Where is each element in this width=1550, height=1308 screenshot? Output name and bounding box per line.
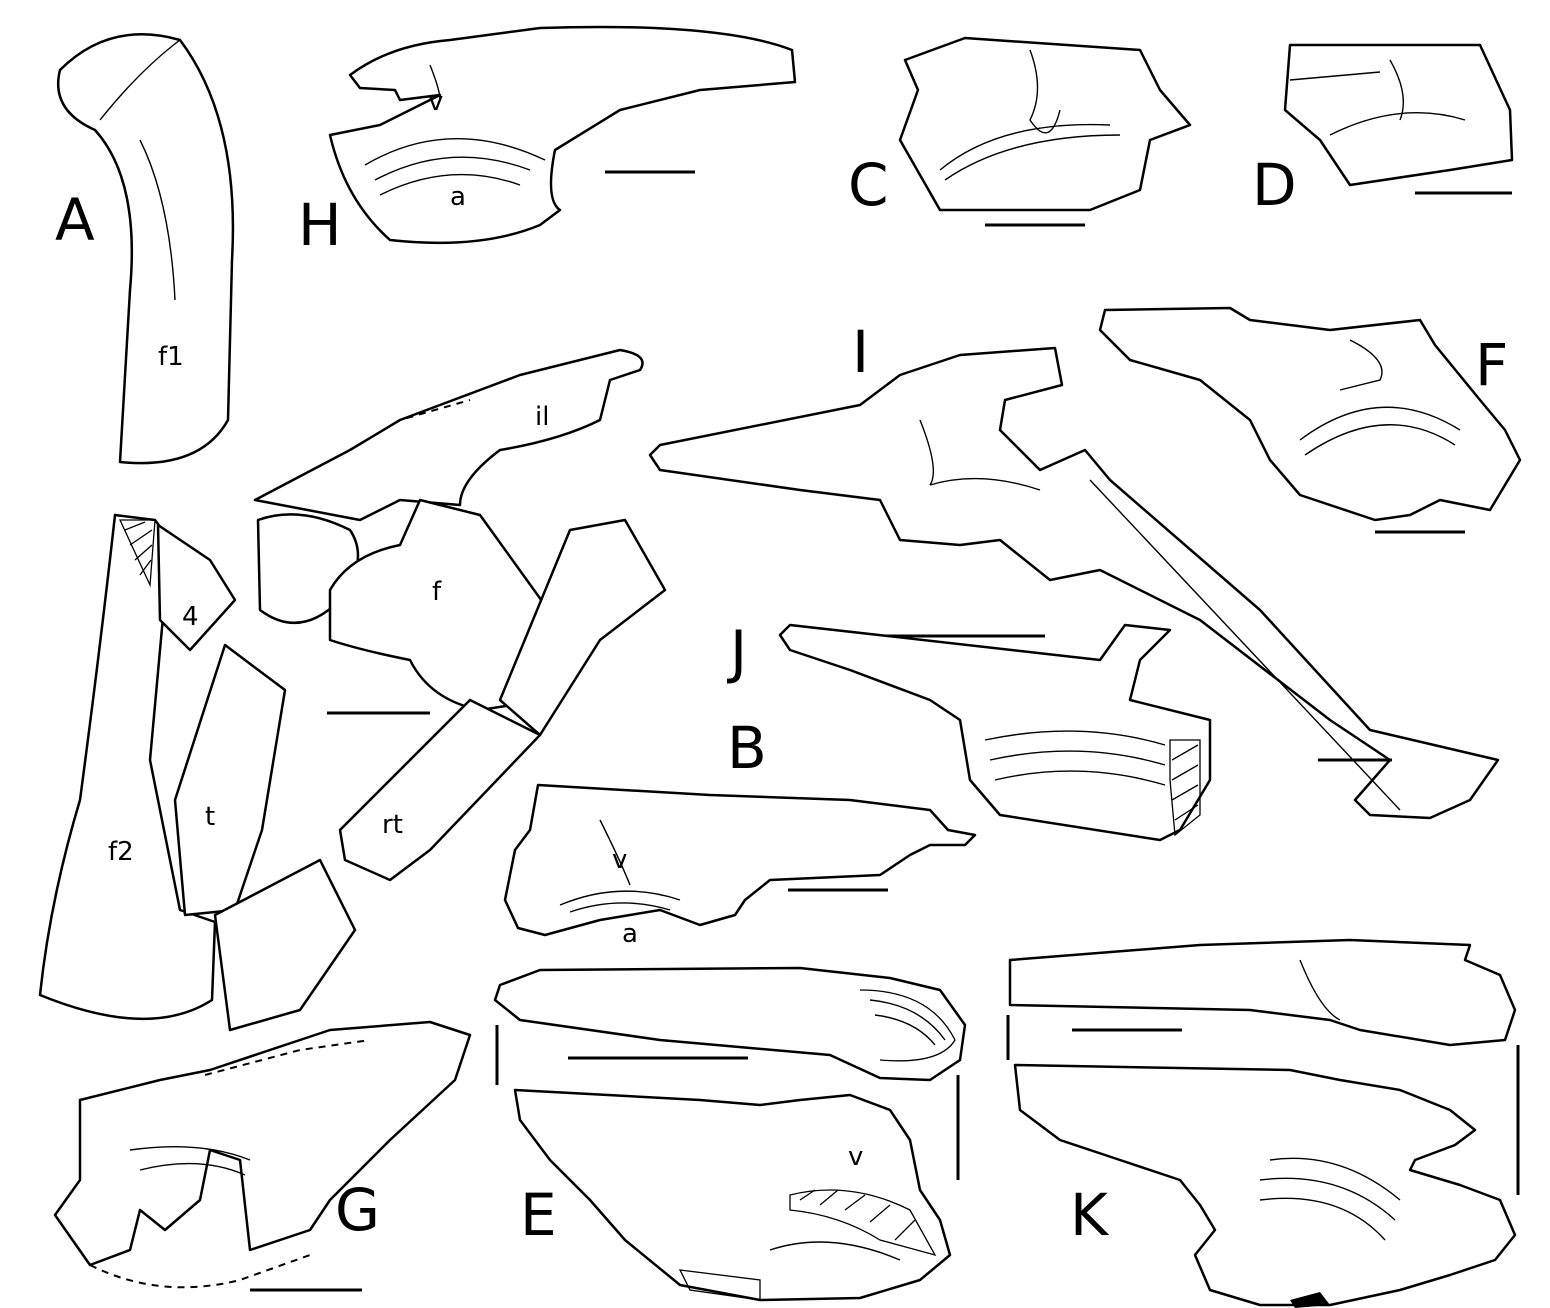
panel-e-upper-drawing: [493, 966, 967, 1085]
label-t: t: [205, 802, 215, 832]
panel-label-b: B: [727, 714, 767, 782]
ilium-h-bone: [328, 25, 797, 245]
label-v-e: v: [848, 1142, 863, 1172]
panel-label-j: J: [727, 618, 747, 686]
label-a-h: a: [450, 182, 466, 212]
panel-j-drawing: [778, 623, 1212, 842]
tibia-fragment: [173, 643, 287, 917]
label-f1: f1: [158, 342, 184, 372]
strip-k-upper-bone: [1008, 938, 1517, 1047]
panel-d-drawing: [1283, 43, 1514, 195]
panel-label-i: I: [852, 318, 869, 386]
label-il: il: [535, 402, 549, 432]
lower-fragment: [213, 858, 357, 1032]
pelvis-i-bone: [648, 346, 1500, 820]
label-a-b: a: [622, 919, 638, 949]
panel-f-drawing: [1098, 306, 1522, 534]
label-f2: f2: [108, 837, 134, 867]
panel-label-e: E: [520, 1181, 557, 1249]
panel-label-h: H: [298, 191, 342, 259]
strip-e-upper-bone: [493, 966, 967, 1082]
panel-i-drawing: [648, 346, 1500, 820]
panel-h-drawing: [328, 25, 797, 245]
fragment-c-bone: [898, 36, 1192, 212]
panel-g-drawing: [53, 1020, 472, 1292]
femur-f1-bone: [56, 33, 235, 465]
rib-rt: [338, 698, 542, 882]
ilium-b-bone: [503, 783, 977, 937]
ilium-il: [253, 348, 644, 522]
panel-e-drawing: [513, 1075, 960, 1302]
label-4: 4: [182, 602, 199, 632]
panel-k-drawing: [1013, 1045, 1520, 1308]
panel-b-drawing: [503, 783, 977, 937]
ilium-e-bone: [513, 1088, 952, 1302]
panel-a-drawing: [38, 33, 667, 1032]
ischium-j-bone: [778, 623, 1212, 842]
label-rt: rt: [382, 810, 403, 840]
panel-label-d: D: [1252, 151, 1297, 219]
panel-label-f: F: [1475, 331, 1508, 399]
label-v-b: v: [612, 845, 627, 875]
label-v-h: v: [428, 87, 443, 117]
panel-k-upper-drawing: [1006, 938, 1517, 1060]
label-f: f: [432, 577, 442, 607]
panel-label-c: C: [848, 151, 889, 219]
panel-c-drawing: [898, 36, 1192, 227]
fragment-d-bone: [1283, 43, 1514, 187]
ilium-f-bone: [1098, 306, 1522, 522]
fourth-trochanter: [156, 523, 237, 652]
panel-label-g: G: [335, 1176, 380, 1244]
ilium-k-bone: [1013, 1063, 1517, 1307]
panel-label-k: K: [1070, 1181, 1110, 1249]
femur-f2-bone: [38, 513, 217, 1020]
femur-head-f: [328, 498, 572, 712]
ilium-g-bone: [53, 1020, 472, 1267]
panel-label-a: A: [55, 186, 95, 254]
